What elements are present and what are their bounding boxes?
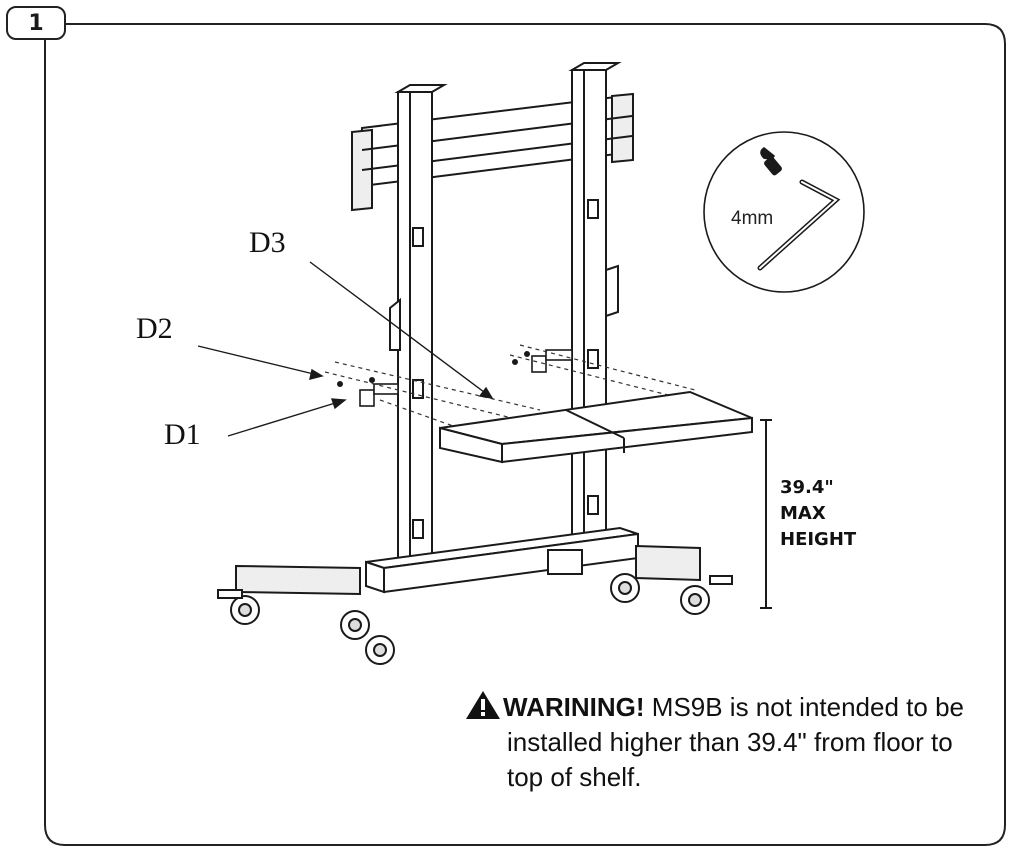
step-number: 1 [6,6,66,40]
base-frame [235,526,701,596]
hex-key-icon [757,179,841,271]
warning-title: WARINING! [503,692,645,722]
height-word: HEIGHT [780,529,857,550]
height-max: MAX [780,503,826,524]
warning-line-2: installed higher than 39.4" from floor t… [507,727,953,757]
callout-d3: D3 [249,226,286,259]
height-value: 39.4" [780,477,834,498]
warning-note: WARINING! MS9B is not intended to be ins… [465,690,1005,795]
tool-inset [703,131,865,293]
step-frame [44,23,1006,846]
casters [217,573,733,665]
shelf [439,390,753,464]
callout-d1: D1 [164,418,201,451]
warning-line-1: MS9B is not intended to be [651,692,964,722]
alignment-lines [324,344,696,433]
warning-triangle-icon [466,691,500,719]
leader-lines [197,261,494,437]
warning-line-3: top of shelf. [507,762,642,792]
height-dimension [760,419,772,609]
screws [337,351,530,387]
bolt-icon [760,147,782,176]
callout-d2: D2 [136,312,173,345]
max-height-label: 39.4" MAX HEIGHT [780,475,856,553]
tool-size-label: 4mm [731,208,774,229]
